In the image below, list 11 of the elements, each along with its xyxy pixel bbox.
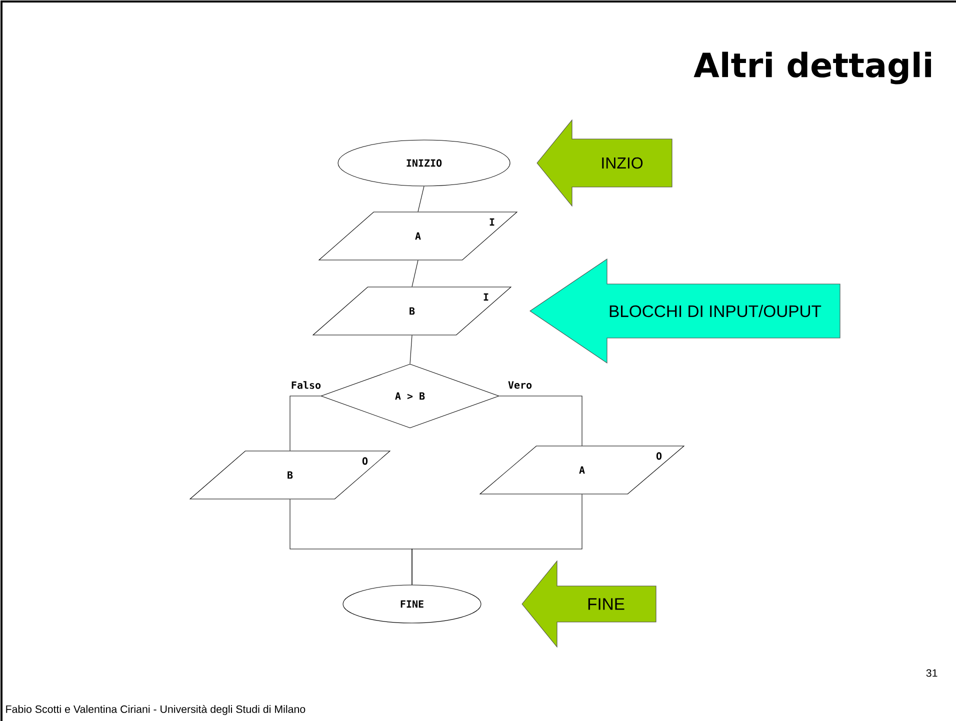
connector-line (499, 396, 582, 446)
edge-label: Falso (290, 380, 322, 390)
connector-line (412, 260, 418, 287)
connector-line (418, 186, 424, 212)
footer-text: Fabio Scotti e Valentina Ciriani - Università degli Studi di Milano (6, 704, 306, 716)
connector-line (290, 396, 321, 451)
slide-title: Altri dettagli (694, 52, 931, 84)
page-number: 31 (926, 669, 938, 677)
connector-line (410, 335, 412, 364)
connector-line (412, 494, 582, 585)
edge-label: Vero (506, 380, 534, 390)
